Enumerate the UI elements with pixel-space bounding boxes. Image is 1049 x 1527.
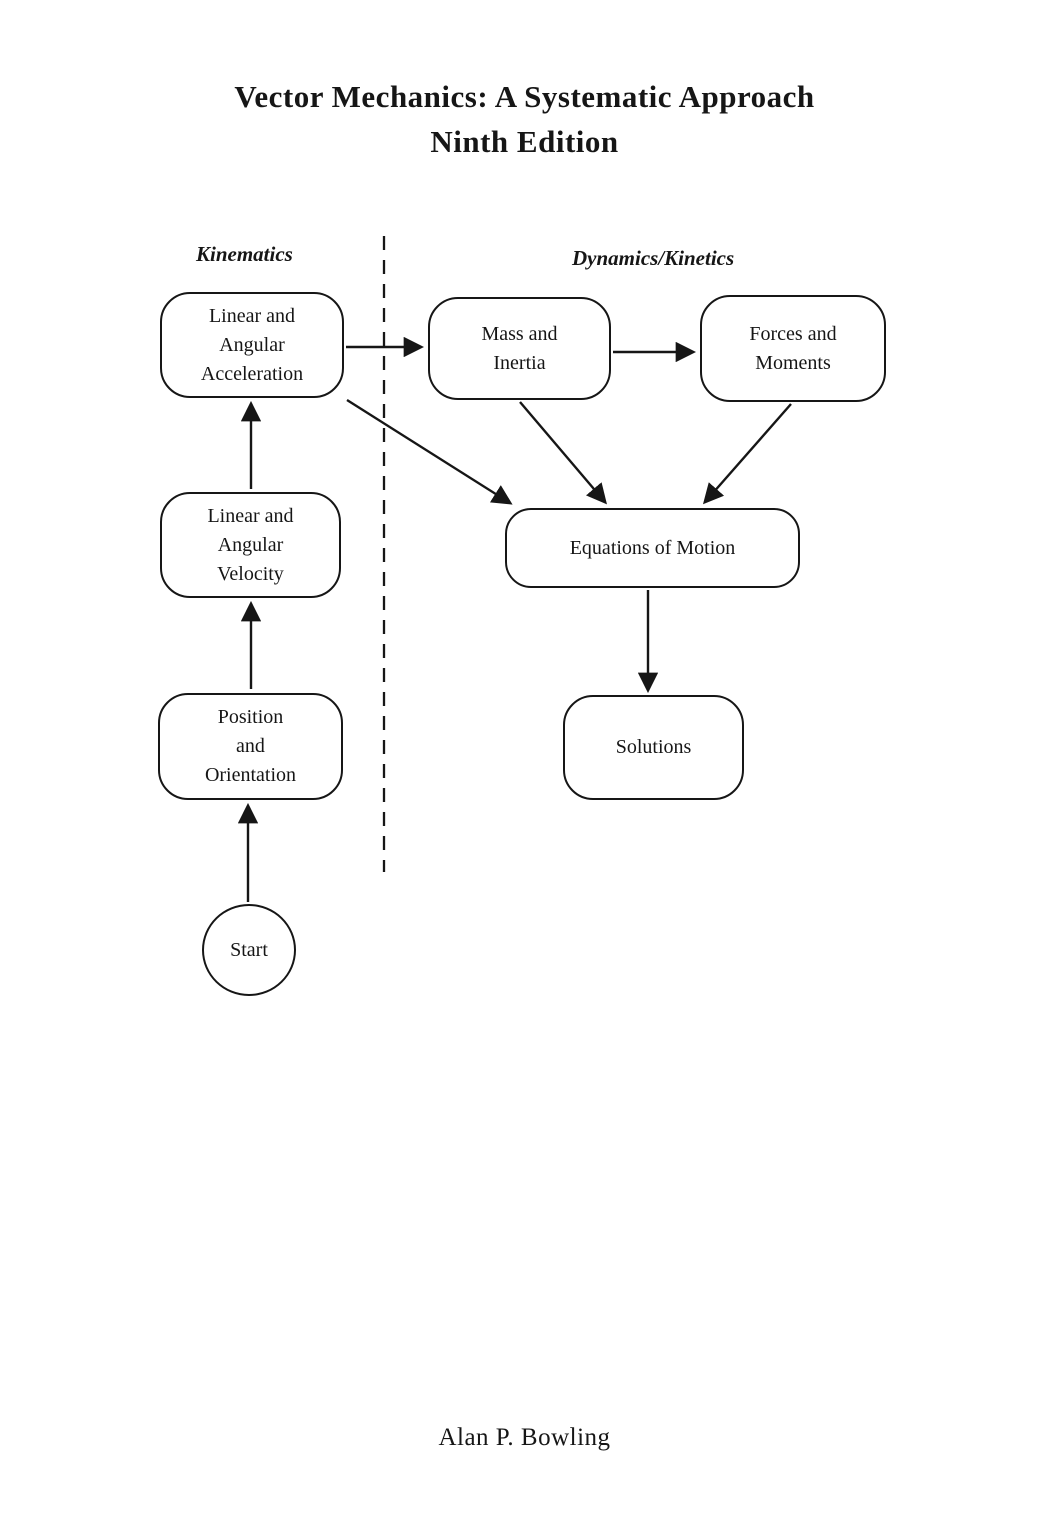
node-position-and-orientation: Position and Orientation [158,693,343,800]
book-title: Vector Mechanics: A Systematic Approach [234,79,815,114]
arrow-forces-to-equations-of-motion [702,403,792,505]
node-equations-of-motion: Equations of Motion [505,508,800,588]
arrow-mass-to-equations-of-motion [519,401,607,505]
book-edition: Ninth Edition [430,124,619,159]
node-mass-and-inertia: Mass and Inertia [428,297,611,400]
arrow-acceleration-to-equations-of-motion [346,398,513,505]
node-linear-angular-acceleration: Linear and Angular Acceleration [160,292,344,398]
node-solutions: Solutions [563,695,744,800]
node-start: Start [202,904,296,996]
author-name: Alan P. Bowling [438,1424,611,1451]
section-label-kinematics: Kinematics [196,242,293,266]
page-title: Vector Mechanics: A Systematic Approach … [0,74,1049,164]
node-linear-angular-velocity: Linear and Angular Velocity [160,492,341,598]
node-forces-and-moments: Forces and Moments [700,295,886,402]
section-label-dynamics-kinetics: Dynamics/Kinetics [572,246,735,270]
